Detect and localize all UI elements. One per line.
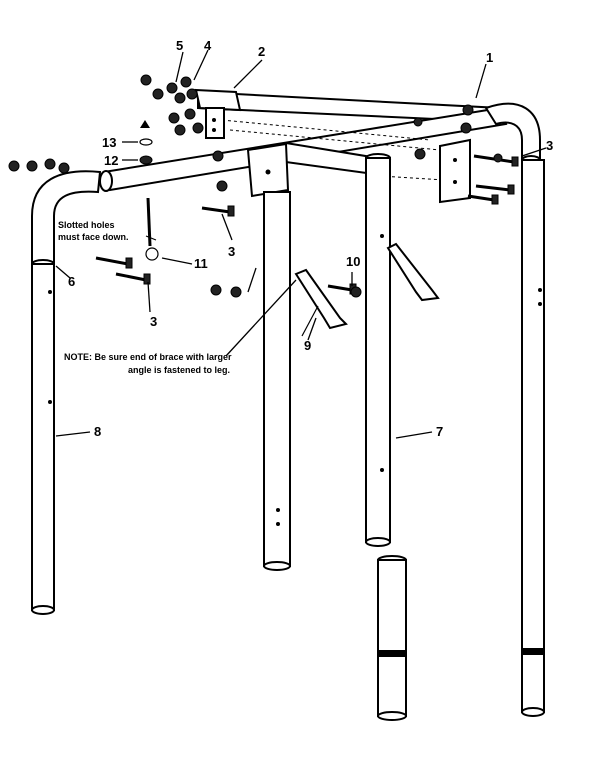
washer-13 [139,120,153,146]
callout-6: 6 [68,274,75,289]
callout-5: 5 [176,38,183,53]
callout-13: 13 [102,135,116,150]
hidden-line-3 [379,175,446,181]
leg-7-lower-section [377,555,407,721]
note-slotted-holes-line1: Slotted holes [58,220,115,230]
nut-10 [350,286,362,298]
callout-10: 10 [346,254,360,269]
callout-7: 7 [436,424,443,439]
nuts-center [210,150,242,298]
bolt-center [201,205,235,217]
bracket-right [439,138,471,204]
corner-elbow-right [484,102,541,165]
bracket-top-left [194,88,242,139]
bolt-left-2 [115,272,151,285]
nuts-right [413,104,503,163]
callout-11: 11 [194,256,208,271]
callout-1: 1 [486,50,493,65]
note-brace-line1: NOTE: Be sure end of brace with larger [64,352,232,362]
brace-9 [294,268,348,337]
nuts-far-left [8,158,70,174]
callout-9: 9 [304,338,311,353]
washer-12 [139,155,153,165]
brace-leg-7 [386,242,440,302]
leader-lines [55,49,547,439]
leg-center [263,191,291,571]
callout-4: 4 [204,38,212,53]
leg-7-upper [365,153,391,547]
note-brace-line2: angle is fastened to leg. [128,365,230,375]
note-slotted-holes-line2: must face down. [58,232,129,242]
callout-3-left: 3 [150,314,157,329]
callout-2: 2 [258,44,265,59]
hidden-line-2 [221,119,431,141]
nuts-top-left [140,74,204,136]
callout-8: 8 [94,424,101,439]
leg-right [521,159,545,717]
callout-3-center: 3 [228,244,235,259]
leg-8-left [31,263,55,615]
eye-bolt-11 [145,197,159,261]
hidden-line-1 [229,129,441,151]
tee-connector [246,142,290,198]
bolt-upper-right-3 [467,194,499,205]
bolt-left-1 [95,256,133,269]
bolt-upper-right-2 [475,184,515,195]
callout-3-right: 3 [546,138,553,153]
callout-12: 12 [104,153,118,168]
